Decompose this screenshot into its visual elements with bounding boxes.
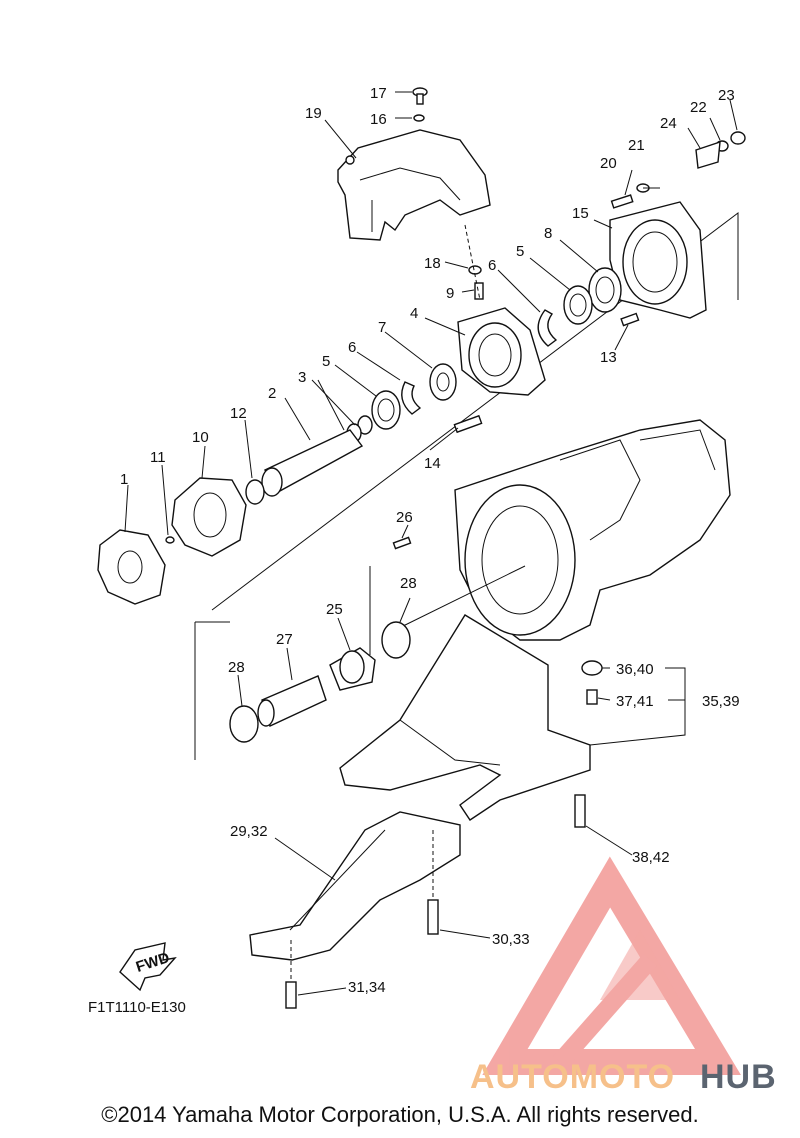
fwd-arrow-icon — [119, 942, 177, 992]
label-14: 14 — [424, 455, 441, 472]
part-16-washer — [413, 114, 425, 122]
label-5-upper: 5 — [516, 243, 524, 260]
label-31-34: 31,34 — [348, 979, 386, 996]
part-19-cover — [337, 129, 491, 241]
part-30-33-bolt — [427, 899, 439, 935]
label-15: 15 — [572, 205, 589, 222]
label-1: 1 — [120, 471, 128, 488]
label-10: 10 — [192, 429, 209, 446]
part-38-42-bolt — [574, 794, 586, 828]
part-28-clamp-upper — [381, 621, 411, 659]
part-28-clamp-lower — [229, 705, 259, 743]
label-35-39: 35,39 — [702, 693, 740, 710]
label-13: 13 — [600, 349, 617, 366]
label-21: 21 — [628, 137, 645, 154]
label-17: 17 — [370, 85, 387, 102]
label-12: 12 — [230, 405, 247, 422]
part-2-shaft — [261, 429, 364, 497]
label-6-upper: 6 — [488, 257, 496, 274]
label-37-41: 37,41 — [616, 693, 654, 710]
label-5-lower: 5 — [322, 353, 330, 370]
part-10-coupler — [171, 477, 247, 557]
label-20: 20 — [600, 155, 617, 172]
label-23: 23 — [718, 87, 735, 104]
part-23-nut — [730, 131, 746, 145]
watermark-text-automoto: AUTOMOTO — [470, 1058, 675, 1096]
part-1-damper — [97, 529, 166, 605]
label-25: 25 — [326, 601, 343, 618]
label-29-32: 29,32 — [230, 823, 268, 840]
assembly-boundary-lines — [194, 211, 739, 760]
part-7-oil-seal — [429, 363, 457, 401]
label-30-33: 30,33 — [492, 931, 530, 948]
part-35-39-bracket — [339, 614, 591, 821]
part-29-32-bracket — [249, 811, 461, 961]
part-20-bolt — [610, 194, 634, 209]
label-22: 22 — [690, 99, 707, 116]
part-25-holder — [329, 647, 376, 691]
label-6-lower: 6 — [348, 339, 356, 356]
label-3: 3 — [298, 369, 306, 386]
label-26: 26 — [396, 509, 413, 526]
part-26-screw — [392, 536, 412, 550]
label-8: 8 — [544, 225, 552, 242]
label-7: 7 — [378, 319, 386, 336]
label-27: 27 — [276, 631, 293, 648]
part-36-40-grommet — [581, 660, 603, 676]
part-9-bolt — [474, 282, 484, 300]
part-5-bearing-upper — [563, 285, 593, 325]
part-6-circlip-lower — [401, 381, 422, 415]
label-18: 18 — [424, 255, 441, 272]
label-2: 2 — [268, 385, 276, 402]
label-28-upper: 28 — [400, 575, 417, 592]
part-6-circlip-upper — [537, 309, 558, 347]
label-36-40: 36,40 — [616, 661, 654, 678]
part-14-bolt — [453, 414, 483, 434]
part-17-bolt — [412, 87, 428, 105]
label-28-lower: 28 — [228, 659, 245, 676]
label-9: 9 — [446, 285, 454, 302]
part-24-plate — [695, 140, 721, 169]
figure-code: F1T1110-E130 — [88, 999, 186, 1016]
label-24: 24 — [660, 115, 677, 132]
part-13-pin — [620, 312, 640, 327]
label-19: 19 — [305, 105, 322, 122]
part-4-housing — [457, 307, 546, 396]
part-labels: 17 16 19 20 21 24 22 23 15 8 5 18 9 6 4 … — [120, 85, 740, 996]
label-4: 4 — [410, 305, 418, 322]
part-31-34-bolt — [285, 981, 297, 1009]
watermark-logo — [482, 856, 741, 1075]
part-15-housing — [609, 201, 707, 319]
part-12-spacer — [245, 479, 265, 505]
label-16: 16 — [370, 111, 387, 128]
part-8-bearing — [588, 267, 622, 313]
part-18-grommet — [468, 265, 482, 275]
part-37-41-bolt — [586, 689, 598, 705]
label-11: 11 — [150, 449, 166, 466]
label-38-42: 38,42 — [632, 849, 670, 866]
part-27-sleeve — [257, 675, 327, 727]
part-5-bearing-lower — [371, 390, 401, 430]
leader-lines — [124, 91, 738, 996]
jet-pump-assembly — [454, 419, 731, 641]
part-11-pin — [165, 536, 175, 544]
watermark-text-hub: HUB — [700, 1058, 777, 1096]
copyright-notice: ©2014 Yamaha Motor Corporation, U.S.A. A… — [101, 1102, 699, 1127]
